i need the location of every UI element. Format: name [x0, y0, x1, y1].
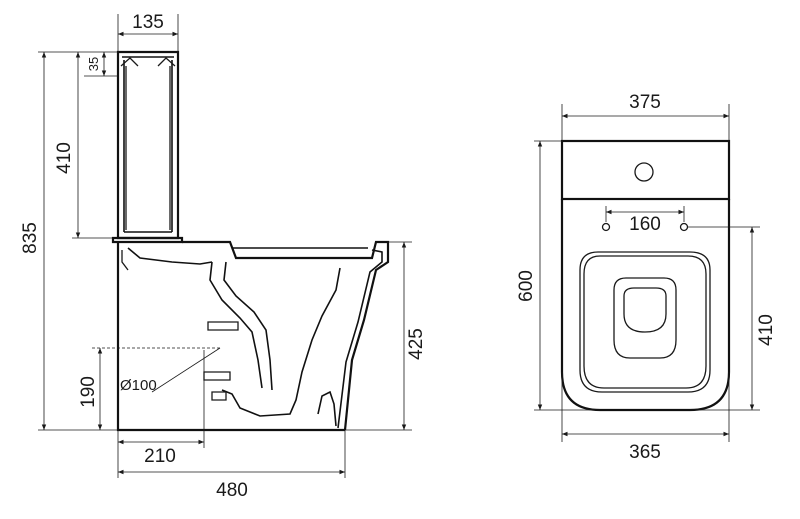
dim-seat-depth: 410	[756, 314, 777, 346]
dim-outlet-height: 190	[78, 376, 99, 408]
top-view: 375 160 600 410 365	[516, 92, 777, 463]
dim-top-depth: 600	[516, 270, 537, 302]
dim-total-height: 835	[20, 222, 41, 254]
dim-depth: 480	[216, 480, 248, 501]
dim-outlet-diameter: Ø100	[120, 377, 157, 394]
fixing-hole-icon	[679, 222, 689, 232]
dim-top-tank-width: 375	[629, 92, 661, 113]
dim-tank-lid: 35	[86, 57, 101, 71]
cistern-section	[111, 50, 184, 244]
dim-tank-height: 410	[54, 142, 75, 174]
flush-button-icon	[634, 162, 654, 182]
top-outline	[560, 139, 731, 412]
side-dimension-lines	[38, 14, 412, 478]
dim-tank-width: 135	[132, 12, 164, 33]
pan-section	[116, 240, 390, 432]
side-view: 135 35 410 835 425 190 Ø100 210 480	[20, 12, 427, 501]
dim-pan-height: 425	[406, 328, 427, 360]
top-dimension-lines	[534, 104, 760, 442]
dim-outlet-distance: 210	[144, 446, 176, 467]
dim-fixing-spacing: 160	[629, 214, 661, 235]
fixing-hole-icon	[601, 222, 611, 232]
dim-base-width: 365	[629, 442, 661, 463]
